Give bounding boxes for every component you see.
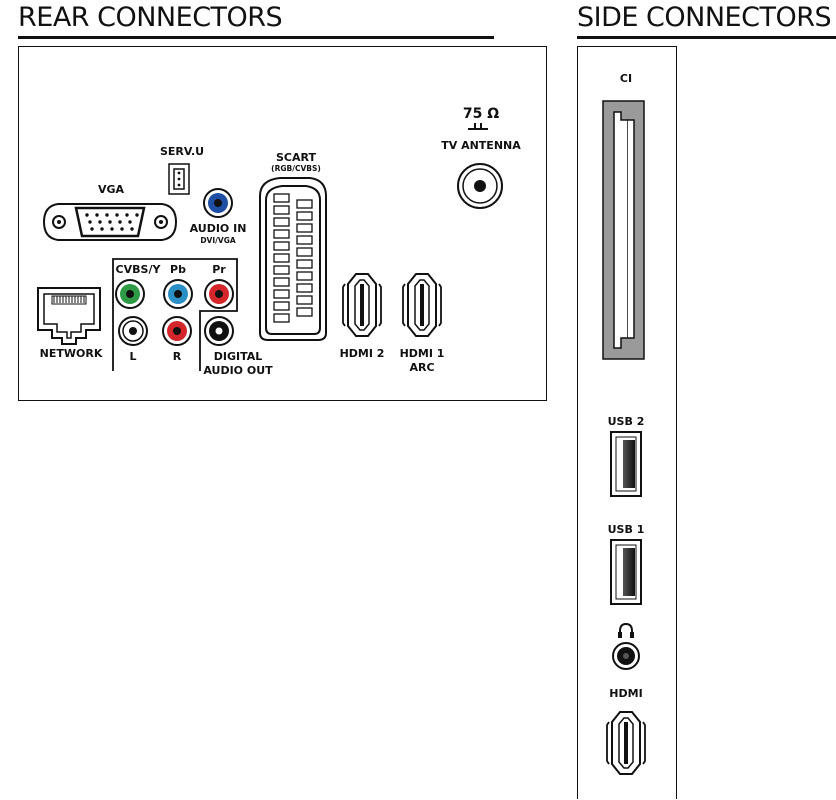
side-hdmi-label: HDMI bbox=[609, 687, 643, 700]
usb-2-label: USB 2 bbox=[607, 415, 645, 428]
usb-2-port-icon bbox=[610, 431, 642, 497]
network-label: NETWORK bbox=[39, 347, 103, 360]
side-hdmi-port-icon bbox=[606, 711, 646, 775]
audio-in-sub-label: DVI/VGA bbox=[200, 236, 236, 245]
rear-connectors-heading: REAR CONNECTORS bbox=[18, 2, 283, 33]
audio-in-jack-icon bbox=[203, 188, 233, 218]
hdmi-1-port-icon bbox=[402, 273, 442, 337]
scart-sub-label: (RGB/CVBS) bbox=[271, 164, 321, 173]
ci-label: CI bbox=[619, 72, 633, 85]
ci-slot-icon bbox=[602, 100, 645, 360]
hdmi-2-port-icon bbox=[342, 273, 382, 337]
audio-in-label: AUDIO IN bbox=[189, 222, 247, 235]
pr-label: Pr bbox=[212, 263, 226, 276]
side-heading-underline bbox=[577, 36, 836, 39]
scart-port-icon bbox=[259, 177, 327, 341]
r-label: R bbox=[172, 350, 182, 363]
arc-label: ARC bbox=[409, 361, 435, 374]
audio-out-label: AUDIO OUT bbox=[203, 364, 273, 377]
ohm-label: 75 Ω bbox=[462, 106, 500, 122]
headphone-icon bbox=[618, 622, 634, 638]
cvbs-y-label: CVBS/Y bbox=[115, 263, 161, 276]
rear-heading-underline bbox=[18, 36, 494, 39]
coax-jack-icon bbox=[457, 123, 503, 209]
headphone-jack-icon bbox=[612, 642, 640, 670]
l-label: L bbox=[129, 350, 137, 363]
ethernet-port-icon bbox=[37, 287, 101, 345]
usb-1-port-icon bbox=[610, 539, 642, 605]
hdmi-2-label: HDMI 2 bbox=[339, 347, 385, 360]
hdmi-1-label: HDMI 1 bbox=[399, 347, 445, 360]
rca-jack-pr-red-icon bbox=[204, 279, 234, 309]
usb-1-label: USB 1 bbox=[607, 523, 645, 536]
tv-antenna-label: TV ANTENNA bbox=[441, 139, 521, 152]
serv-u-label: SERV.U bbox=[160, 145, 205, 158]
vga-label: VGA bbox=[97, 183, 125, 196]
side-connectors-heading: SIDE CONNECTORS bbox=[577, 2, 832, 33]
component-group-bracket bbox=[112, 258, 238, 371]
rca-jack-pb-blue-icon bbox=[163, 279, 193, 309]
scart-label: SCART bbox=[276, 151, 316, 164]
digital-audio-out-jack-icon bbox=[204, 316, 234, 346]
rca-jack-r-red-icon bbox=[162, 316, 192, 346]
rca-jack-l-white-icon bbox=[118, 316, 148, 346]
serv-u-port-icon bbox=[168, 163, 190, 195]
rca-jack-cvbs-green-icon bbox=[115, 279, 145, 309]
digital-label: DIGITAL bbox=[213, 350, 263, 363]
pb-label: Pb bbox=[170, 263, 186, 276]
vga-port-icon bbox=[42, 203, 178, 241]
